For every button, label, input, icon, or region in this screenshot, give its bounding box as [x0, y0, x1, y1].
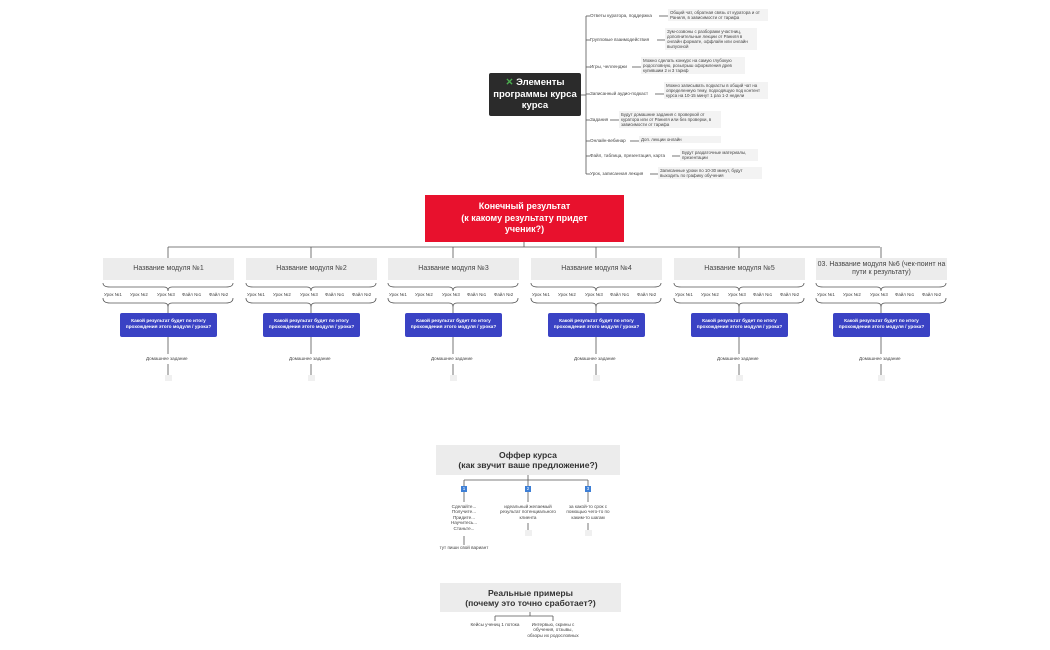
- branch-label-support[interactable]: Ответы куратора, поддержка: [590, 13, 652, 18]
- module-result-question[interactable]: Какой результат будет по итогу прохожден…: [120, 313, 217, 337]
- lesson-label[interactable]: Урок №1: [104, 292, 122, 297]
- examples-node[interactable]: Реальные примеры(почему это точно сработ…: [440, 583, 621, 612]
- homework-stub: [878, 375, 885, 381]
- offer-num-2: 2: [525, 486, 531, 492]
- central-title: Элементы программы курса курса: [493, 77, 577, 112]
- branch-desc-tasks[interactable]: Будут домашние задания с проверкой от ку…: [619, 111, 721, 129]
- lesson-label[interactable]: Файл №2: [637, 292, 657, 297]
- branch-label-files[interactable]: Файл, таблица, презентация, карта: [590, 153, 666, 158]
- lesson-label[interactable]: Урок №2: [130, 292, 148, 297]
- branch-desc-games[interactable]: Можно сделать конкурс на самую глубокую …: [641, 57, 745, 75]
- examples-subtitle: (почему это точно сработает?): [465, 597, 596, 608]
- module-result-question[interactable]: Какой результат будет по итогу прохожден…: [833, 313, 930, 337]
- lesson-label[interactable]: Файл №1: [467, 292, 487, 297]
- offer-subtitle: (как звучит ваше предложение?): [458, 460, 598, 470]
- examples-title: Реальные примеры: [488, 587, 573, 598]
- branch-label-podcast[interactable]: Записанный аудио-подкаст: [590, 91, 649, 96]
- lesson-label[interactable]: Файл №2: [352, 292, 372, 297]
- homework-label[interactable]: Домашнее задание: [717, 356, 759, 361]
- lesson-label[interactable]: Урок №3: [300, 292, 318, 297]
- branch-label-group[interactable]: Групповые взаимодействия: [590, 37, 650, 42]
- branch-desc-group[interactable]: Зум-созвоны с разборами участниц, дополн…: [665, 28, 757, 51]
- module-node-5[interactable]: Название модуля №5: [674, 258, 805, 280]
- homework-stub: [593, 375, 600, 381]
- homework-stub: [450, 375, 457, 381]
- lesson-label[interactable]: Файл №1: [325, 292, 345, 297]
- result-title: Конечный результат: [478, 201, 571, 212]
- branch-desc-lesson[interactable]: Записанные уроки по 10-30 минут, будут в…: [658, 167, 762, 180]
- examples-item-2[interactable]: Интервью, скрины с обучения, отзывы, обз…: [527, 622, 579, 638]
- pin-icon: ✕: [505, 77, 514, 89]
- module-node-6[interactable]: 03. Название модуля №6 (чек-поинт на пут…: [816, 258, 947, 280]
- homework-label[interactable]: Домашнее задание: [289, 356, 331, 361]
- offer-title: Оффер курса: [499, 450, 557, 460]
- homework-label[interactable]: Домашнее задание: [146, 356, 188, 361]
- offer-item-3-stub: [585, 530, 592, 536]
- lesson-label[interactable]: Урок №1: [389, 292, 407, 297]
- module-result-question[interactable]: Какой результат будет по итогу прохожден…: [548, 313, 645, 337]
- offer-item-3[interactable]: за какой-то срок с помощью чего-то по ка…: [566, 504, 610, 520]
- lesson-label[interactable]: Урок №2: [558, 292, 576, 297]
- offer-item-1-note[interactable]: тут пиши свой вариант: [439, 545, 489, 550]
- lesson-label[interactable]: Урок №3: [442, 292, 460, 297]
- lesson-label[interactable]: Файл №2: [780, 292, 800, 297]
- offer-num-1: 1: [461, 486, 467, 492]
- module-result-question[interactable]: Какой результат будет по итогу прохожден…: [691, 313, 788, 337]
- offer-node[interactable]: Оффер курса(как звучит ваше предложение?…: [436, 445, 620, 475]
- lesson-label[interactable]: Урок №2: [701, 292, 719, 297]
- lesson-label[interactable]: Урок №1: [817, 292, 835, 297]
- branch-desc-files[interactable]: Будут раздаточные материалы, презентации: [680, 149, 758, 162]
- homework-label[interactable]: Домашнее задание: [431, 356, 473, 361]
- homework-label[interactable]: Домашнее задание: [574, 356, 616, 361]
- lesson-label[interactable]: Урок №1: [675, 292, 693, 297]
- result-subtitle: (к какому результату придет ученик?): [461, 212, 588, 235]
- offer-item-2[interactable]: идеальный желаемый результат потенциальн…: [500, 504, 556, 520]
- lesson-label[interactable]: Урок №2: [273, 292, 291, 297]
- offer-item-1[interactable]: Сделайте... Получите... Придите... Научи…: [450, 504, 478, 531]
- lesson-label[interactable]: Урок №3: [585, 292, 603, 297]
- homework-label[interactable]: Домашнее задание: [859, 356, 901, 361]
- branch-label-games[interactable]: Игры, челленджи: [590, 64, 627, 69]
- lesson-label[interactable]: Файл №2: [922, 292, 942, 297]
- branch-desc-podcast[interactable]: Можно записывать подкасты в общий чат на…: [664, 82, 768, 100]
- lesson-label[interactable]: Урок №3: [870, 292, 888, 297]
- module-result-question[interactable]: Какой результат будет по итогу прохожден…: [405, 313, 502, 337]
- lesson-label[interactable]: Урок №1: [532, 292, 550, 297]
- lesson-label[interactable]: Файл №2: [209, 292, 229, 297]
- module-node-3[interactable]: Название модуля №3: [388, 258, 519, 280]
- module-node-1[interactable]: Название модуля №1: [103, 258, 234, 280]
- homework-stub: [736, 375, 743, 381]
- lesson-label[interactable]: Урок №3: [728, 292, 746, 297]
- final-result-node[interactable]: Конечный результат(к какому результату п…: [425, 195, 624, 242]
- module-node-2[interactable]: Название модуля №2: [246, 258, 377, 280]
- branch-label-webinar[interactable]: Онлайн-вебинар: [590, 138, 626, 143]
- lesson-label[interactable]: Файл №1: [753, 292, 773, 297]
- homework-stub: [308, 375, 315, 381]
- branch-label-lesson[interactable]: Урок, записанная лекция: [590, 171, 644, 176]
- examples-item-1[interactable]: Кейсы учениц 1 потока: [470, 622, 520, 627]
- lesson-label[interactable]: Урок №1: [247, 292, 265, 297]
- lesson-label[interactable]: Урок №2: [415, 292, 433, 297]
- lesson-label[interactable]: Файл №1: [895, 292, 915, 297]
- lesson-label[interactable]: Урок №2: [843, 292, 861, 297]
- module-node-4[interactable]: Название модуля №4: [531, 258, 662, 280]
- module-result-question[interactable]: Какой результат будет по итогу прохожден…: [263, 313, 360, 337]
- lesson-label[interactable]: Файл №2: [494, 292, 514, 297]
- branch-desc-support[interactable]: Общий чат, обратная связь от куратора и …: [668, 9, 768, 22]
- central-topic[interactable]: ✕ Элементы программы курса курса: [489, 73, 581, 116]
- homework-stub: [165, 375, 172, 381]
- lesson-label[interactable]: Урок №3: [157, 292, 175, 297]
- lesson-label[interactable]: Файл №1: [610, 292, 630, 297]
- offer-num-3: 3: [585, 486, 591, 492]
- offer-item-2-stub: [525, 530, 532, 536]
- branch-label-tasks[interactable]: Задания: [590, 117, 609, 122]
- branch-desc-webinar[interactable]: Доп. лекции онлайн: [639, 136, 721, 144]
- lesson-label[interactable]: Файл №1: [182, 292, 202, 297]
